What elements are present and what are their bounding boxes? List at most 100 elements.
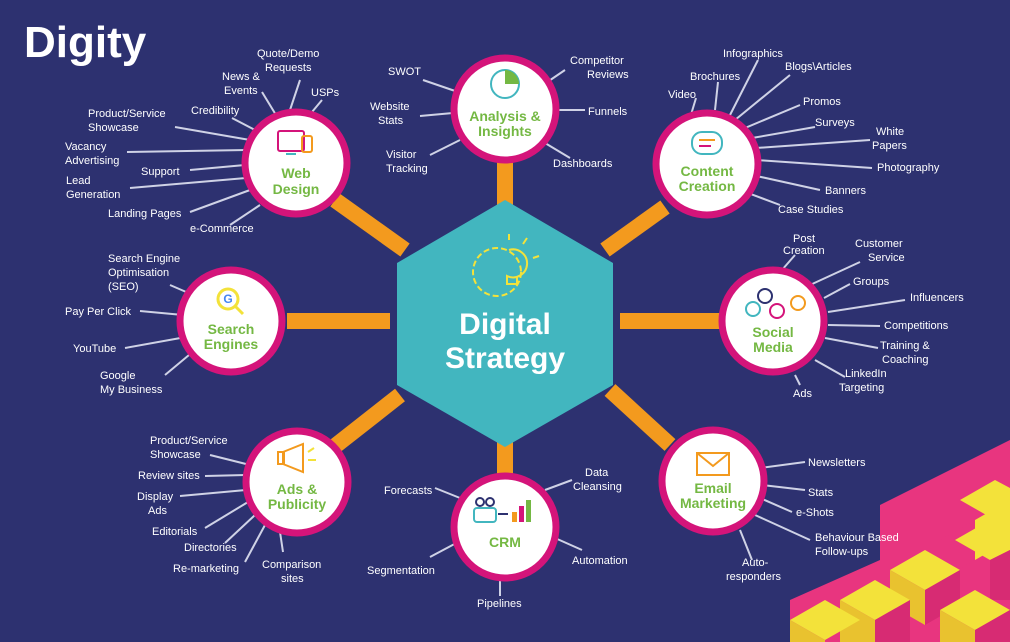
label: Search Engine	[108, 253, 180, 265]
node-content: Content Creation	[652, 109, 762, 219]
label: Papers	[872, 140, 907, 152]
label: Requests	[265, 62, 312, 74]
label: Product/Service	[150, 435, 228, 447]
label: Funnels	[588, 106, 628, 118]
label: Events	[224, 85, 258, 97]
label: sites	[281, 573, 304, 585]
label: Follow-ups	[815, 546, 869, 558]
node-web-title-line2: Design	[273, 181, 320, 197]
chat-bubble-icon	[691, 131, 723, 155]
label: Forecasts	[384, 485, 433, 497]
label: Surveys	[815, 117, 855, 129]
label: Showcase	[150, 449, 201, 461]
labels-analysis: SWOT Website Stats Visitor Tracking Comp…	[370, 55, 629, 175]
label: Automation	[572, 555, 628, 567]
node-search-title-line1: Search	[208, 321, 255, 337]
center-hexagon	[397, 200, 613, 447]
label: Google	[100, 370, 135, 382]
label: Display	[137, 491, 174, 503]
social-icons	[745, 288, 806, 319]
center-title-line1: Digital	[459, 308, 551, 341]
label: Landing Pages	[108, 208, 182, 220]
label: LinkedIn	[845, 368, 887, 380]
label: e-Shots	[796, 507, 834, 519]
label: Re-marketing	[173, 563, 239, 575]
envelope-icon	[696, 452, 730, 476]
labels-crm: Forecasts Data Cleansing Segmentation Au…	[367, 467, 628, 610]
node-analysis: Analysis & Insights	[450, 54, 560, 164]
node-content-title-line1: Content	[681, 163, 734, 179]
people-chart-icon	[473, 497, 531, 523]
label: My Business	[100, 384, 163, 396]
label: Dashboards	[553, 158, 613, 170]
label: Reviews	[587, 69, 629, 81]
label: Product/Service	[88, 108, 166, 120]
labels-ads: Product/Service Showcase Review sites Di…	[137, 435, 321, 585]
label: Lead	[66, 175, 90, 187]
label: Influencers	[910, 292, 964, 304]
label: Post	[793, 233, 815, 245]
node-social-title-line2: Media	[753, 339, 793, 355]
labels-email: Newsletters Stats e-Shots Behaviour Base…	[726, 457, 899, 583]
label: Visitor	[386, 149, 417, 161]
node-social-title-line1: Social	[752, 324, 793, 340]
node-search-title-line2: Engines	[204, 336, 259, 352]
label: e-Commerce	[190, 223, 254, 235]
node-ads-title-line1: Ads &	[277, 481, 317, 497]
connectors	[287, 160, 725, 475]
label: Competitions	[884, 320, 949, 332]
svg-text:G: G	[223, 292, 232, 306]
brand-logo: Digity	[24, 18, 147, 67]
label: Service	[868, 252, 905, 264]
label: Generation	[66, 189, 120, 201]
label: Banners	[825, 185, 866, 197]
labels-social: Post Creation Customer Service Groups In…	[783, 233, 964, 400]
label: Support	[141, 166, 180, 178]
labels-search: Search Engine Optimisation (SEO) Pay Per…	[65, 253, 180, 396]
google-search-icon: G	[216, 287, 245, 316]
node-email: Email Marketing	[658, 426, 768, 536]
label: Competitor	[570, 55, 624, 67]
lightbulb-gear-icon	[472, 234, 540, 297]
label: Brochures	[690, 71, 741, 83]
node-analysis-title-line1: Analysis &	[469, 108, 541, 124]
label: Quote/Demo	[257, 48, 319, 60]
node-email-title-line2: Marketing	[680, 495, 746, 511]
label: News &	[222, 71, 261, 83]
label: Customer	[855, 238, 903, 250]
label: Creation	[783, 245, 825, 257]
label: (SEO)	[108, 281, 139, 293]
devices-icon	[277, 130, 313, 155]
center-title-line2: Strategy	[445, 342, 565, 375]
pie-chart-icon	[490, 69, 520, 99]
label: Segmentation	[367, 565, 435, 577]
label: Data	[585, 467, 609, 479]
node-analysis-title-line2: Insights	[478, 123, 532, 139]
label: Stats	[378, 115, 404, 127]
label: Editorials	[152, 526, 198, 538]
label: Pay Per Click	[65, 306, 132, 318]
label: Auto-	[742, 557, 769, 569]
label: SWOT	[388, 66, 421, 78]
node-web-title-line1: Web	[281, 165, 310, 181]
node-search: G Search Engines	[176, 266, 286, 376]
label: Infographics	[723, 48, 783, 60]
label: Tracking	[386, 163, 428, 175]
label: Behaviour Based	[815, 532, 899, 544]
label: White	[876, 126, 904, 138]
label: Targeting	[839, 382, 884, 394]
labels-content: Infographics Brochures Blogs\Articles Vi…	[668, 48, 940, 216]
label: YouTube	[73, 343, 116, 355]
label: Blogs\Articles	[785, 61, 852, 73]
label: Photography	[877, 162, 940, 174]
megaphone-icon	[277, 442, 316, 474]
label: Promos	[803, 96, 841, 108]
label: Training &	[880, 340, 930, 352]
label: Stats	[808, 487, 834, 499]
node-email-title-line1: Email	[694, 480, 731, 496]
label: Newsletters	[808, 457, 866, 469]
label: Vacancy	[65, 141, 107, 153]
labels-web: Quote/Demo Requests News & Events USPs C…	[65, 48, 340, 235]
